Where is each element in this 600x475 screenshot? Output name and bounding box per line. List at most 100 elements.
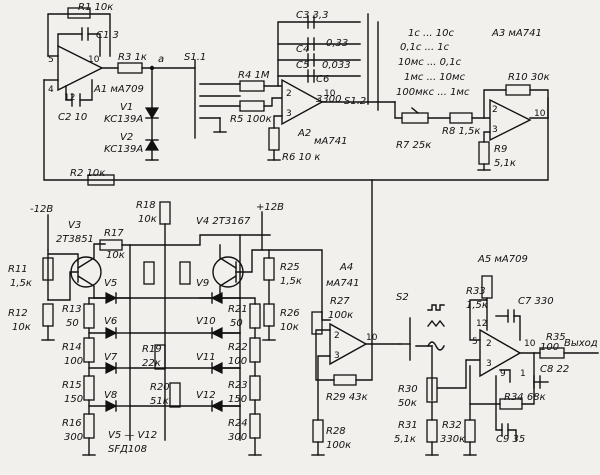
pin-a3-3: 3: [492, 125, 498, 135]
resistor-r29: [333, 374, 357, 386]
pin-a5-3: 3: [486, 359, 492, 369]
label-c1: C1 3: [96, 30, 119, 41]
resistor-r27: [311, 311, 323, 335]
label-r26: R26: [280, 308, 300, 319]
label-r11-value: 1,5к: [10, 278, 32, 289]
opamp-a3: [489, 98, 532, 142]
pin-a4-2: 2: [334, 331, 340, 341]
resistor-r24: [249, 413, 261, 439]
label-range-3: 10мс ... 0,1с: [398, 57, 462, 68]
pin-a4-3: 3: [334, 351, 340, 361]
resistor-r17: [99, 239, 123, 251]
pin-a5-2: 2: [486, 339, 492, 349]
label-r31: R31: [398, 420, 418, 431]
label-r8: R8 1,5к: [442, 126, 480, 137]
label-r9: R9: [494, 144, 507, 155]
opamp-a4: [329, 322, 368, 366]
resistor-r16: [83, 413, 95, 439]
resistor-r13: [83, 303, 95, 329]
label-r25-value: 1,5к: [280, 276, 302, 287]
label-range-2: 0,1с ... 1с: [400, 42, 450, 53]
pin-a3-10: 10: [534, 109, 546, 119]
label-c5: C5: [296, 60, 309, 71]
label-r2: R2 10к: [70, 168, 105, 179]
label-c4-value: 0,33: [326, 38, 348, 49]
label-r24-value: 300: [228, 432, 247, 443]
pin-a3-2: 2: [492, 105, 498, 115]
label-r20: R20: [150, 382, 170, 393]
opamp-a2: [281, 78, 324, 126]
label-r20-value: 51к: [150, 396, 169, 407]
label-r22: R22: [228, 342, 248, 353]
label-r17-value: 10к: [106, 250, 125, 261]
a3-block: [394, 84, 549, 171]
label-c7: C7 330: [518, 296, 554, 307]
label-c3: C3 3,3: [296, 10, 328, 21]
label-r23-value: 150: [228, 394, 247, 405]
label-a2-type: мA741: [314, 136, 347, 147]
label-v1-type: KC139A: [104, 114, 143, 125]
label-r27-value: 100к: [328, 310, 353, 321]
label-r35: R35: [546, 332, 566, 343]
label-r29: R29 43к: [326, 392, 368, 403]
resistor-r31: [426, 419, 438, 443]
label-a2: A2: [297, 128, 311, 139]
a1-block: [43, 7, 549, 186]
label-r27: R27: [330, 296, 350, 307]
label-v7: V7: [104, 352, 118, 363]
label-r19: R19: [142, 344, 162, 355]
wave-shaper: [41, 201, 323, 456]
resistor-r8: [449, 112, 473, 124]
resistor-r11: [42, 257, 54, 281]
label-r24: R24: [228, 418, 248, 429]
label-range-5: 100мкс ... 1мс: [396, 87, 470, 98]
a2-block: [267, 13, 396, 161]
resistor-r5: [239, 100, 265, 112]
label-v5: V5: [104, 278, 117, 289]
label-v6: V6: [104, 316, 117, 327]
label-v3-type: 2Т3851: [56, 234, 94, 245]
label-c4: C4: [296, 44, 309, 55]
resistor-r20: [169, 382, 181, 408]
resistor-r18b: [143, 261, 155, 285]
pin-a2-10: 10: [324, 89, 336, 99]
label-r1: R1 10к: [78, 2, 113, 13]
label-r14: R14: [62, 342, 82, 353]
resistor-r23: [249, 375, 261, 401]
label-a4: A4: [339, 262, 353, 273]
pin-a5-1: 1: [520, 369, 526, 379]
label-r32-value: 330к: [440, 434, 465, 445]
a5-block: [371, 179, 599, 456]
label-v9: V9: [196, 278, 209, 289]
opamp-a5: [479, 328, 522, 378]
label-r25: R25: [280, 262, 300, 273]
label-v11: V11: [196, 352, 216, 363]
label-r10: R10 30к: [508, 72, 550, 83]
opamp-a1: [57, 44, 104, 92]
label-r3: R3 1к: [118, 52, 147, 63]
resistor-r18c: [179, 261, 191, 285]
label-r14-value: 100: [64, 356, 83, 367]
sine-wave-icon: [427, 341, 445, 351]
label-s2: S2: [396, 292, 409, 303]
label-r5: R5 100к: [230, 114, 272, 125]
label-range-4: 1мс ... 10мс: [404, 72, 466, 83]
label-a5: A5 мA709: [477, 254, 528, 265]
label-r30: R30: [398, 384, 418, 395]
label-r16-value: 300: [64, 432, 83, 443]
pin-a4-10: 10: [366, 333, 378, 343]
resistor-r6: [268, 127, 280, 151]
label-a4-type: мA741: [326, 278, 359, 289]
resistor-r28: [312, 419, 324, 443]
label-v4: V4 2Т3167: [196, 216, 251, 227]
label-r32: R32: [442, 420, 462, 431]
label-r28: R28: [326, 426, 346, 437]
label-r33: R33: [466, 286, 486, 297]
label-range-1: 1с ... 10с: [408, 28, 454, 39]
label-v1: V1: [120, 102, 133, 113]
pin-a5-10: 10: [524, 339, 536, 349]
resistor-r22: [249, 337, 261, 363]
label-a3: A3 мA741: [491, 28, 542, 39]
resistor-r26: [263, 303, 275, 327]
